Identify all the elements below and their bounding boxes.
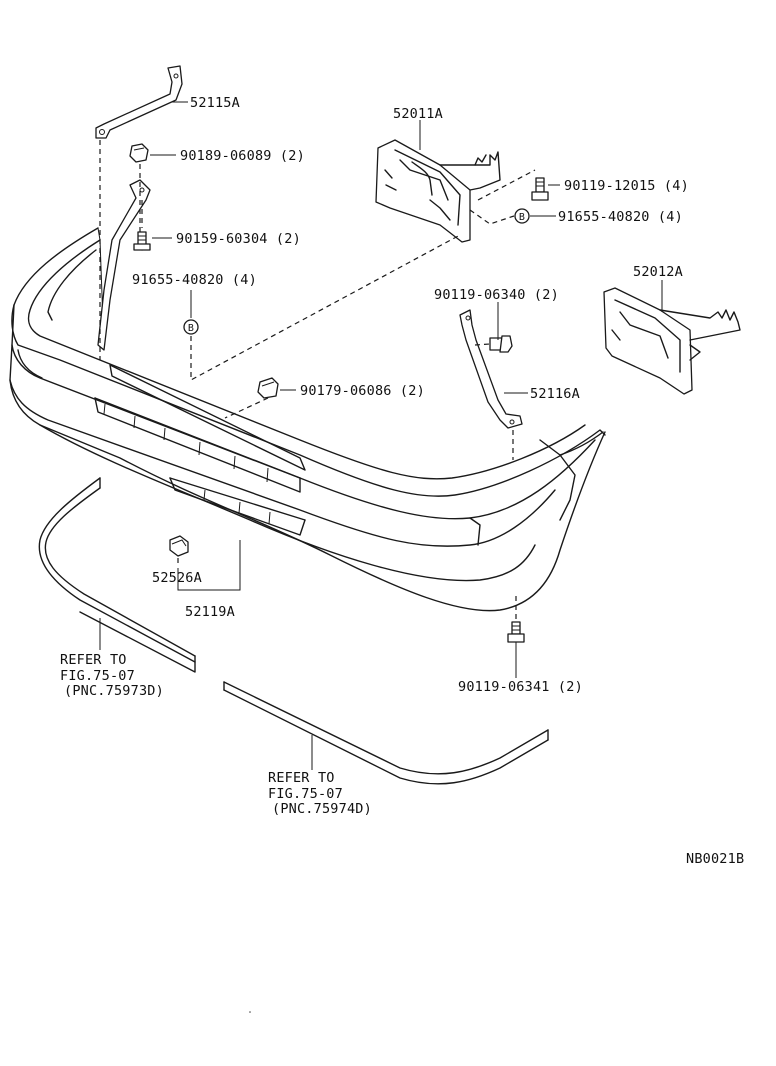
- label-90119-12015: 90119-12015 (4): [564, 178, 689, 194]
- label-90159: 90159-60304 (2): [176, 231, 301, 247]
- retainer-left: [97, 179, 151, 351]
- bolt-90119-06341: [507, 621, 525, 643]
- label-52116A: 52116A: [530, 386, 580, 402]
- bolt-90119-06340: [489, 335, 513, 353]
- label-91655-left: 91655-40820 (4): [132, 272, 257, 288]
- refer-right-line2: FIG.75-07: [268, 786, 343, 802]
- diagram-id: NB0021B: [686, 851, 744, 867]
- stray-dot: [249, 1011, 251, 1013]
- bracket-52116A: [459, 309, 523, 429]
- refer-right-line1: REFER TO: [268, 770, 335, 786]
- molding-right: [223, 681, 549, 785]
- bracket-52012A: [603, 287, 741, 395]
- assembly-lines: [99, 140, 536, 620]
- part-labels: 52115A 90189-06089 (2) 90159-60304 (2) 9…: [60, 95, 744, 867]
- refer-left-line3: (PNC.75973D): [64, 683, 164, 699]
- refer-left-line2: FIG.75-07: [60, 668, 135, 684]
- label-90179: 90179-06086 (2): [300, 383, 425, 399]
- label-90119-06340: 90119-06340 (2): [434, 287, 559, 303]
- refer-right-line3: (PNC.75974D): [272, 801, 372, 817]
- bracket-52115A: [95, 65, 183, 139]
- bracket-52011A: [375, 139, 501, 243]
- marker-b-left: B: [183, 319, 199, 335]
- marker-b-right: B: [514, 208, 530, 224]
- label-52011A: 52011A: [393, 106, 443, 122]
- label-52119A: 52119A: [185, 604, 235, 620]
- leader-lines: [99, 101, 663, 770]
- refer-left-line1: REFER TO: [60, 652, 127, 668]
- label-90189: 90189-06089 (2): [180, 148, 305, 164]
- label-52526A: 52526A: [152, 570, 202, 586]
- label-90119-06341: 90119-06341 (2): [458, 679, 583, 695]
- label-91655-right: 91655-40820 (4): [558, 209, 683, 225]
- label-52012A: 52012A: [633, 264, 683, 280]
- svg-text:B: B: [188, 323, 194, 334]
- clip-90189: [129, 143, 149, 163]
- clip-90179: [257, 377, 279, 399]
- screw-90159: [133, 231, 151, 251]
- bolt-90119-12015: [531, 177, 549, 201]
- molding-left: [38, 477, 196, 673]
- label-52115A: 52115A: [190, 95, 240, 111]
- clip-52526A: [169, 535, 189, 557]
- bumper-cover-52119A: [9, 227, 606, 612]
- svg-text:B: B: [519, 212, 525, 223]
